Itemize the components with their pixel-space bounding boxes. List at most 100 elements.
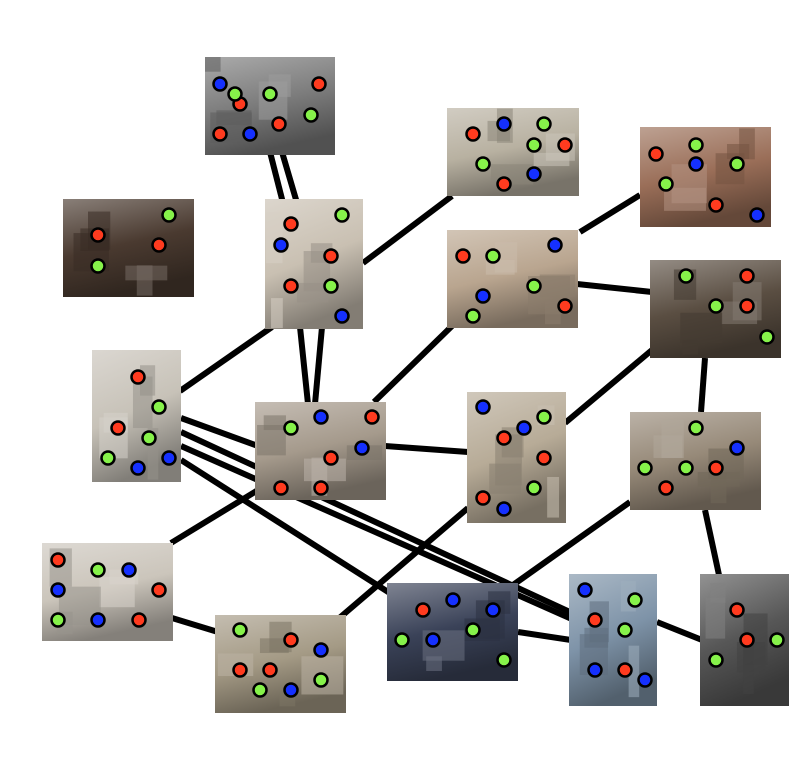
photo-texture [682,339,698,355]
red-keypoint-marker [415,602,431,618]
green-keypoint-marker [658,176,674,192]
match-edge-facade-dusk--palazzo-top [698,357,708,413]
match-edge-tourist-woman--triton-detail [384,443,469,455]
match-edge-statue-niche--fountain-night-blue [179,457,398,600]
green-keypoint-marker [90,562,106,578]
red-keypoint-marker [708,460,724,476]
green-keypoint-marker [227,86,243,102]
match-edge-statue-closeup--tourist-woman [312,326,325,405]
match-edge-fountain-night-blue--fountain-sky [517,629,572,643]
red-keypoint-marker [648,146,664,162]
blue-keypoint-marker [121,562,137,578]
nodes-layer [42,57,789,713]
red-keypoint-marker [151,237,167,253]
green-keypoint-marker [526,480,542,496]
blue-keypoint-marker [161,450,177,466]
green-keypoint-marker [536,409,552,425]
blue-keypoint-marker [334,308,350,324]
green-keypoint-marker [708,652,724,668]
blue-keypoint-marker [688,156,704,172]
blue-keypoint-marker [485,602,501,618]
green-keypoint-marker [262,86,278,102]
photo-node-triton-detail [467,392,566,523]
red-keypoint-marker [131,612,147,628]
green-keypoint-marker [729,156,745,172]
photo-node-tourist-woman [255,402,386,500]
red-keypoint-marker [496,176,512,192]
green-keypoint-marker [252,682,268,698]
red-keypoint-marker [323,450,339,466]
photo-node-night-fountain-grey [205,57,335,155]
red-keypoint-marker [496,430,512,446]
photo-node-brick-ruins [63,199,194,297]
photo-node-piazza-street [447,230,578,328]
photo-node-bw-closeup [700,574,789,706]
blue-keypoint-marker [729,440,745,456]
blue-keypoint-marker [547,237,563,253]
photo-node-statue-niche [92,350,181,482]
photo-node-fountain-night-blue [387,583,518,681]
red-keypoint-marker [283,216,299,232]
edges-layer [169,151,722,643]
match-edge-tourist-woman--facade-daylight [169,487,260,546]
green-keypoint-marker [465,308,481,324]
green-keypoint-marker [141,430,157,446]
match-edge-street-tourists--piazza-street [578,192,642,235]
red-keypoint-marker [90,227,106,243]
green-keypoint-marker [617,622,633,638]
red-keypoint-marker [658,480,674,496]
red-keypoint-marker [313,480,329,496]
green-keypoint-marker [688,420,704,436]
green-keypoint-marker [334,207,350,223]
green-keypoint-marker [100,450,116,466]
photo-texture [216,110,252,126]
blue-keypoint-marker [496,116,512,132]
red-keypoint-marker [151,582,167,598]
blue-keypoint-marker [313,409,329,425]
photo-node-facade-dusk [650,260,781,358]
photo-texture [494,242,518,273]
photo-texture [263,415,286,431]
match-edge-fountain-sky--bw-closeup [655,619,704,643]
red-keypoint-marker [557,298,573,314]
photo-texture [125,265,168,281]
red-keypoint-marker [536,450,552,466]
blue-keypoint-marker [242,126,258,142]
red-keypoint-marker [729,602,745,618]
red-keypoint-marker [465,126,481,142]
blue-keypoint-marker [313,642,329,658]
photo-node-facade-daylight [42,543,173,641]
match-edge-triton-detail--fountain-wide [335,505,470,623]
photo-texture [739,128,755,160]
green-keypoint-marker [232,622,248,638]
blue-keypoint-marker [749,207,765,223]
match-edge-statue-niche--fountain-sky [179,429,574,616]
photo-texture [271,298,283,328]
green-keypoint-marker [90,258,106,274]
green-keypoint-marker [759,329,775,345]
green-keypoint-marker [678,460,694,476]
green-keypoint-marker [526,278,542,294]
green-keypoint-marker [323,278,339,294]
red-keypoint-marker [557,137,573,153]
red-keypoint-marker [708,197,724,213]
green-keypoint-marker [708,298,724,314]
photo-node-fountain-sky [569,574,657,706]
blue-keypoint-marker [90,612,106,628]
blue-keypoint-marker [354,440,370,456]
blue-keypoint-marker [587,662,603,678]
green-keypoint-marker [151,399,167,415]
blue-keypoint-marker [577,582,593,598]
photo-node-street-tourists [640,127,771,227]
red-keypoint-marker [739,268,755,284]
green-keypoint-marker [283,420,299,436]
red-keypoint-marker [475,490,491,506]
match-edge-facade-daylight--fountain-wide [171,615,219,635]
blue-keypoint-marker [475,288,491,304]
red-keypoint-marker [455,248,471,264]
photo-texture [257,424,286,456]
blue-keypoint-marker [445,592,461,608]
photo-texture [680,312,723,344]
green-keypoint-marker [688,137,704,153]
